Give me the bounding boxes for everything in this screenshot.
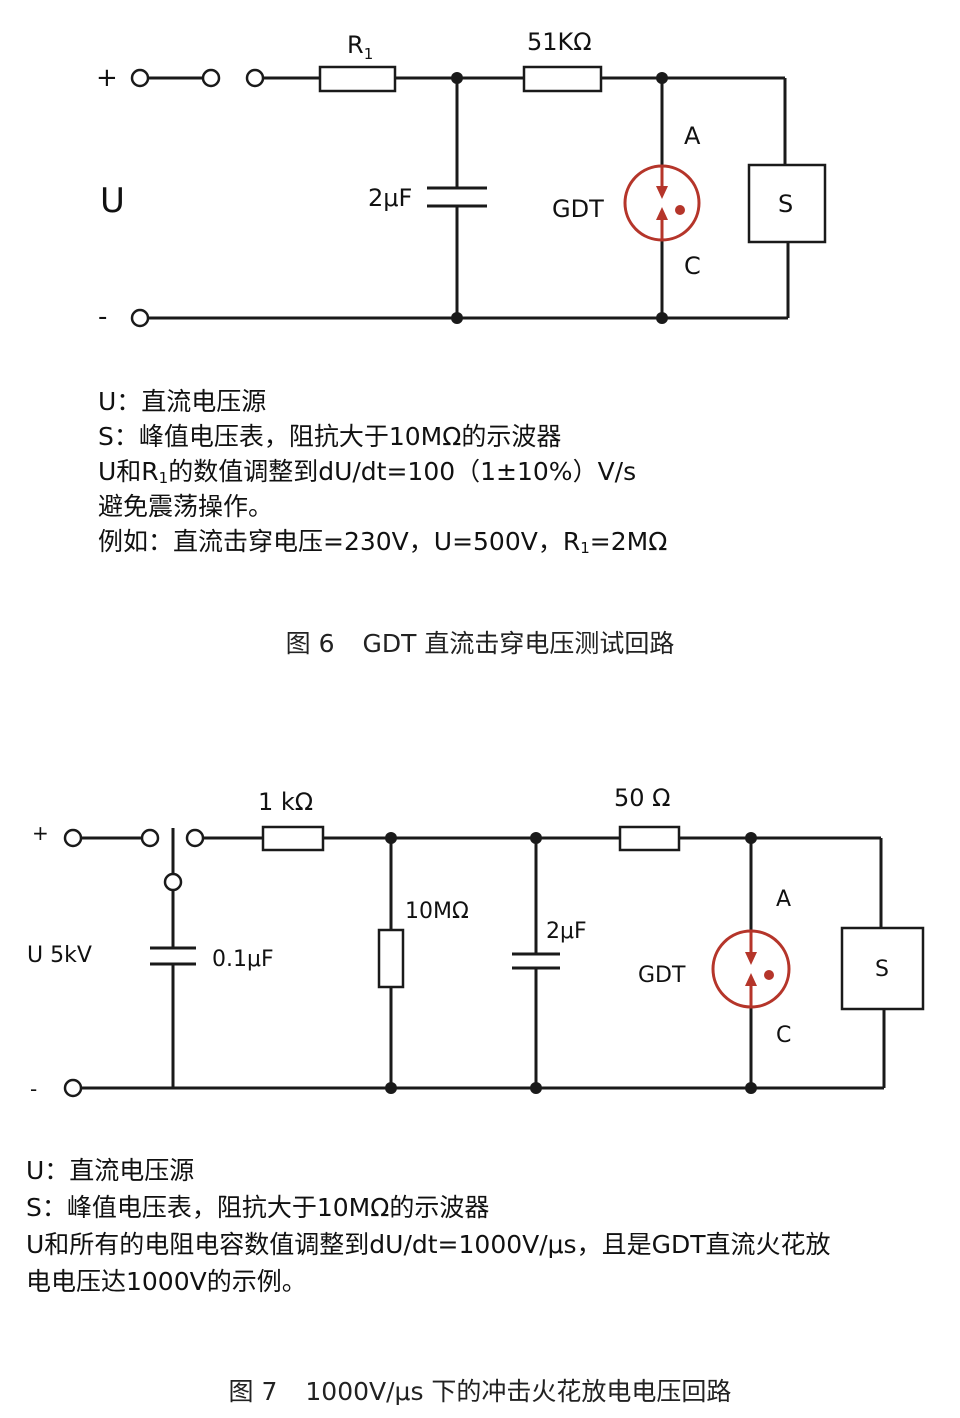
- fig7-anode-label: A: [776, 887, 791, 912]
- fig7-caption-text: 1000V/μs 下的冲击火花放电电压回路: [305, 1377, 732, 1406]
- fig7-r3-label: 50 Ω: [614, 784, 671, 812]
- fig7-notes: U：直流电压源 S：峰值电压表，阻抗大于10MΩ的示波器 U和所有的电阻电容数值…: [26, 1152, 830, 1300]
- fig7-source-label: U 5kV: [27, 943, 92, 968]
- fig6-note-line: U：直流电压源: [98, 387, 267, 416]
- fig7-meter-box: [840, 926, 925, 1011]
- fig6-terminal-minus: [130, 308, 150, 328]
- fig7-r2-label: 10MΩ: [405, 899, 469, 924]
- fig7-junction: [745, 1082, 757, 1094]
- fig6-caption-text: GDT 直流击穿电压测试回路: [362, 629, 675, 658]
- fig7-terminal-minus: [63, 1078, 83, 1098]
- fig7-switch-contact-b: [185, 828, 205, 848]
- fig7-terminal-plus: [63, 828, 83, 848]
- fig6-plus-label: +: [96, 63, 118, 93]
- fig6-resistor-r1: [318, 65, 397, 93]
- fig7-cap2-label: 2μF: [546, 919, 587, 944]
- fig6-source-label: U: [100, 181, 125, 221]
- fig6-note-line: U和R1的数值调整到dU/dt=100（1±10%）V/s: [98, 457, 637, 487]
- fig6-terminal-plus: [130, 68, 150, 88]
- fig7-minus-label: -: [30, 1077, 37, 1101]
- fig7-note-line: 电电压达1000V的示例。: [26, 1267, 307, 1296]
- fig6-note-line: 避免震荡操作。: [98, 492, 274, 521]
- fig6-junction: [451, 72, 463, 84]
- fig6-circuit: + - U R1 51KΩ 2μF GDT A C S: [96, 28, 827, 332]
- fig6-r2-label: 51KΩ: [527, 28, 592, 56]
- fig6-note-line: 例如：直流击穿电压=230V，U=500V，R1=2MΩ: [98, 527, 668, 557]
- fig7-junction: [385, 1082, 397, 1094]
- fig7-note-line: U和所有的电阻电容数值调整到dU/dt=1000V/μs，且是GDT直流火花放: [26, 1230, 831, 1259]
- fig6-r1-label: R1: [347, 31, 373, 63]
- fig7-gdt-label: GDT: [638, 963, 686, 988]
- fig7-resistor-10m: [377, 928, 405, 989]
- fig7-note-line: S：峰值电压表，阻抗大于10MΩ的示波器: [26, 1193, 490, 1222]
- fig6-switch-contact-a: [201, 68, 221, 88]
- fig6-gdt-symbol: [623, 164, 701, 242]
- fig6-cathode-label: C: [684, 252, 701, 280]
- fig6-gdt-label: GDT: [552, 195, 604, 223]
- fig6-meter-box: [747, 163, 827, 244]
- fig7-plus-label: +: [32, 821, 49, 845]
- fig6-junction: [656, 72, 668, 84]
- fig6-junction: [451, 312, 463, 324]
- fig7-switch-pivot: [163, 872, 183, 892]
- fig7-cathode-label: C: [776, 1023, 791, 1048]
- fig7-junction: [745, 832, 757, 844]
- fig6-note-line: S：峰值电压表，阻抗大于10MΩ的示波器: [98, 422, 562, 451]
- fig7-junction: [530, 1082, 542, 1094]
- fig6-meter-label: S: [778, 190, 793, 218]
- fig7-note-line: U：直流电压源: [26, 1156, 195, 1185]
- fig7-switch-contact-a: [140, 828, 160, 848]
- fig6-notes: U：直流电压源 S：峰值电压表，阻抗大于10MΩ的示波器 U和R1的数值调整到d…: [98, 384, 667, 559]
- fig7-gdt-symbol: [711, 929, 791, 1009]
- fig7-cap1-label: 0.1μF: [212, 947, 274, 972]
- fig6-junction: [656, 312, 668, 324]
- fig7-resistor-1k: [261, 825, 325, 852]
- fig7-circuit: + - U 5kV 0.1μF 1 kΩ 10MΩ 2μF 50 Ω GDT A…: [27, 784, 925, 1101]
- fig6-switch-contact-b: [245, 68, 265, 88]
- fig7-caption: 图 7 1000V/μs 下的冲击火花放电电压回路: [0, 1372, 960, 1408]
- fig6-caption-number: 图 6: [285, 629, 335, 658]
- fig7-caption-number: 图 7: [228, 1377, 278, 1406]
- fig7-meter-label: S: [875, 957, 889, 982]
- fig6-minus-label: -: [98, 302, 107, 332]
- fig7-r1-label: 1 kΩ: [258, 788, 313, 816]
- fig7-junction: [385, 832, 397, 844]
- fig6-cap-label: 2μF: [368, 184, 412, 212]
- fig6-anode-label: A: [684, 122, 701, 150]
- fig6-caption: 图 6 GDT 直流击穿电压测试回路: [0, 624, 960, 660]
- fig7-resistor-50: [618, 825, 681, 852]
- fig7-junction: [530, 832, 542, 844]
- fig6-resistor-51k: [522, 65, 603, 93]
